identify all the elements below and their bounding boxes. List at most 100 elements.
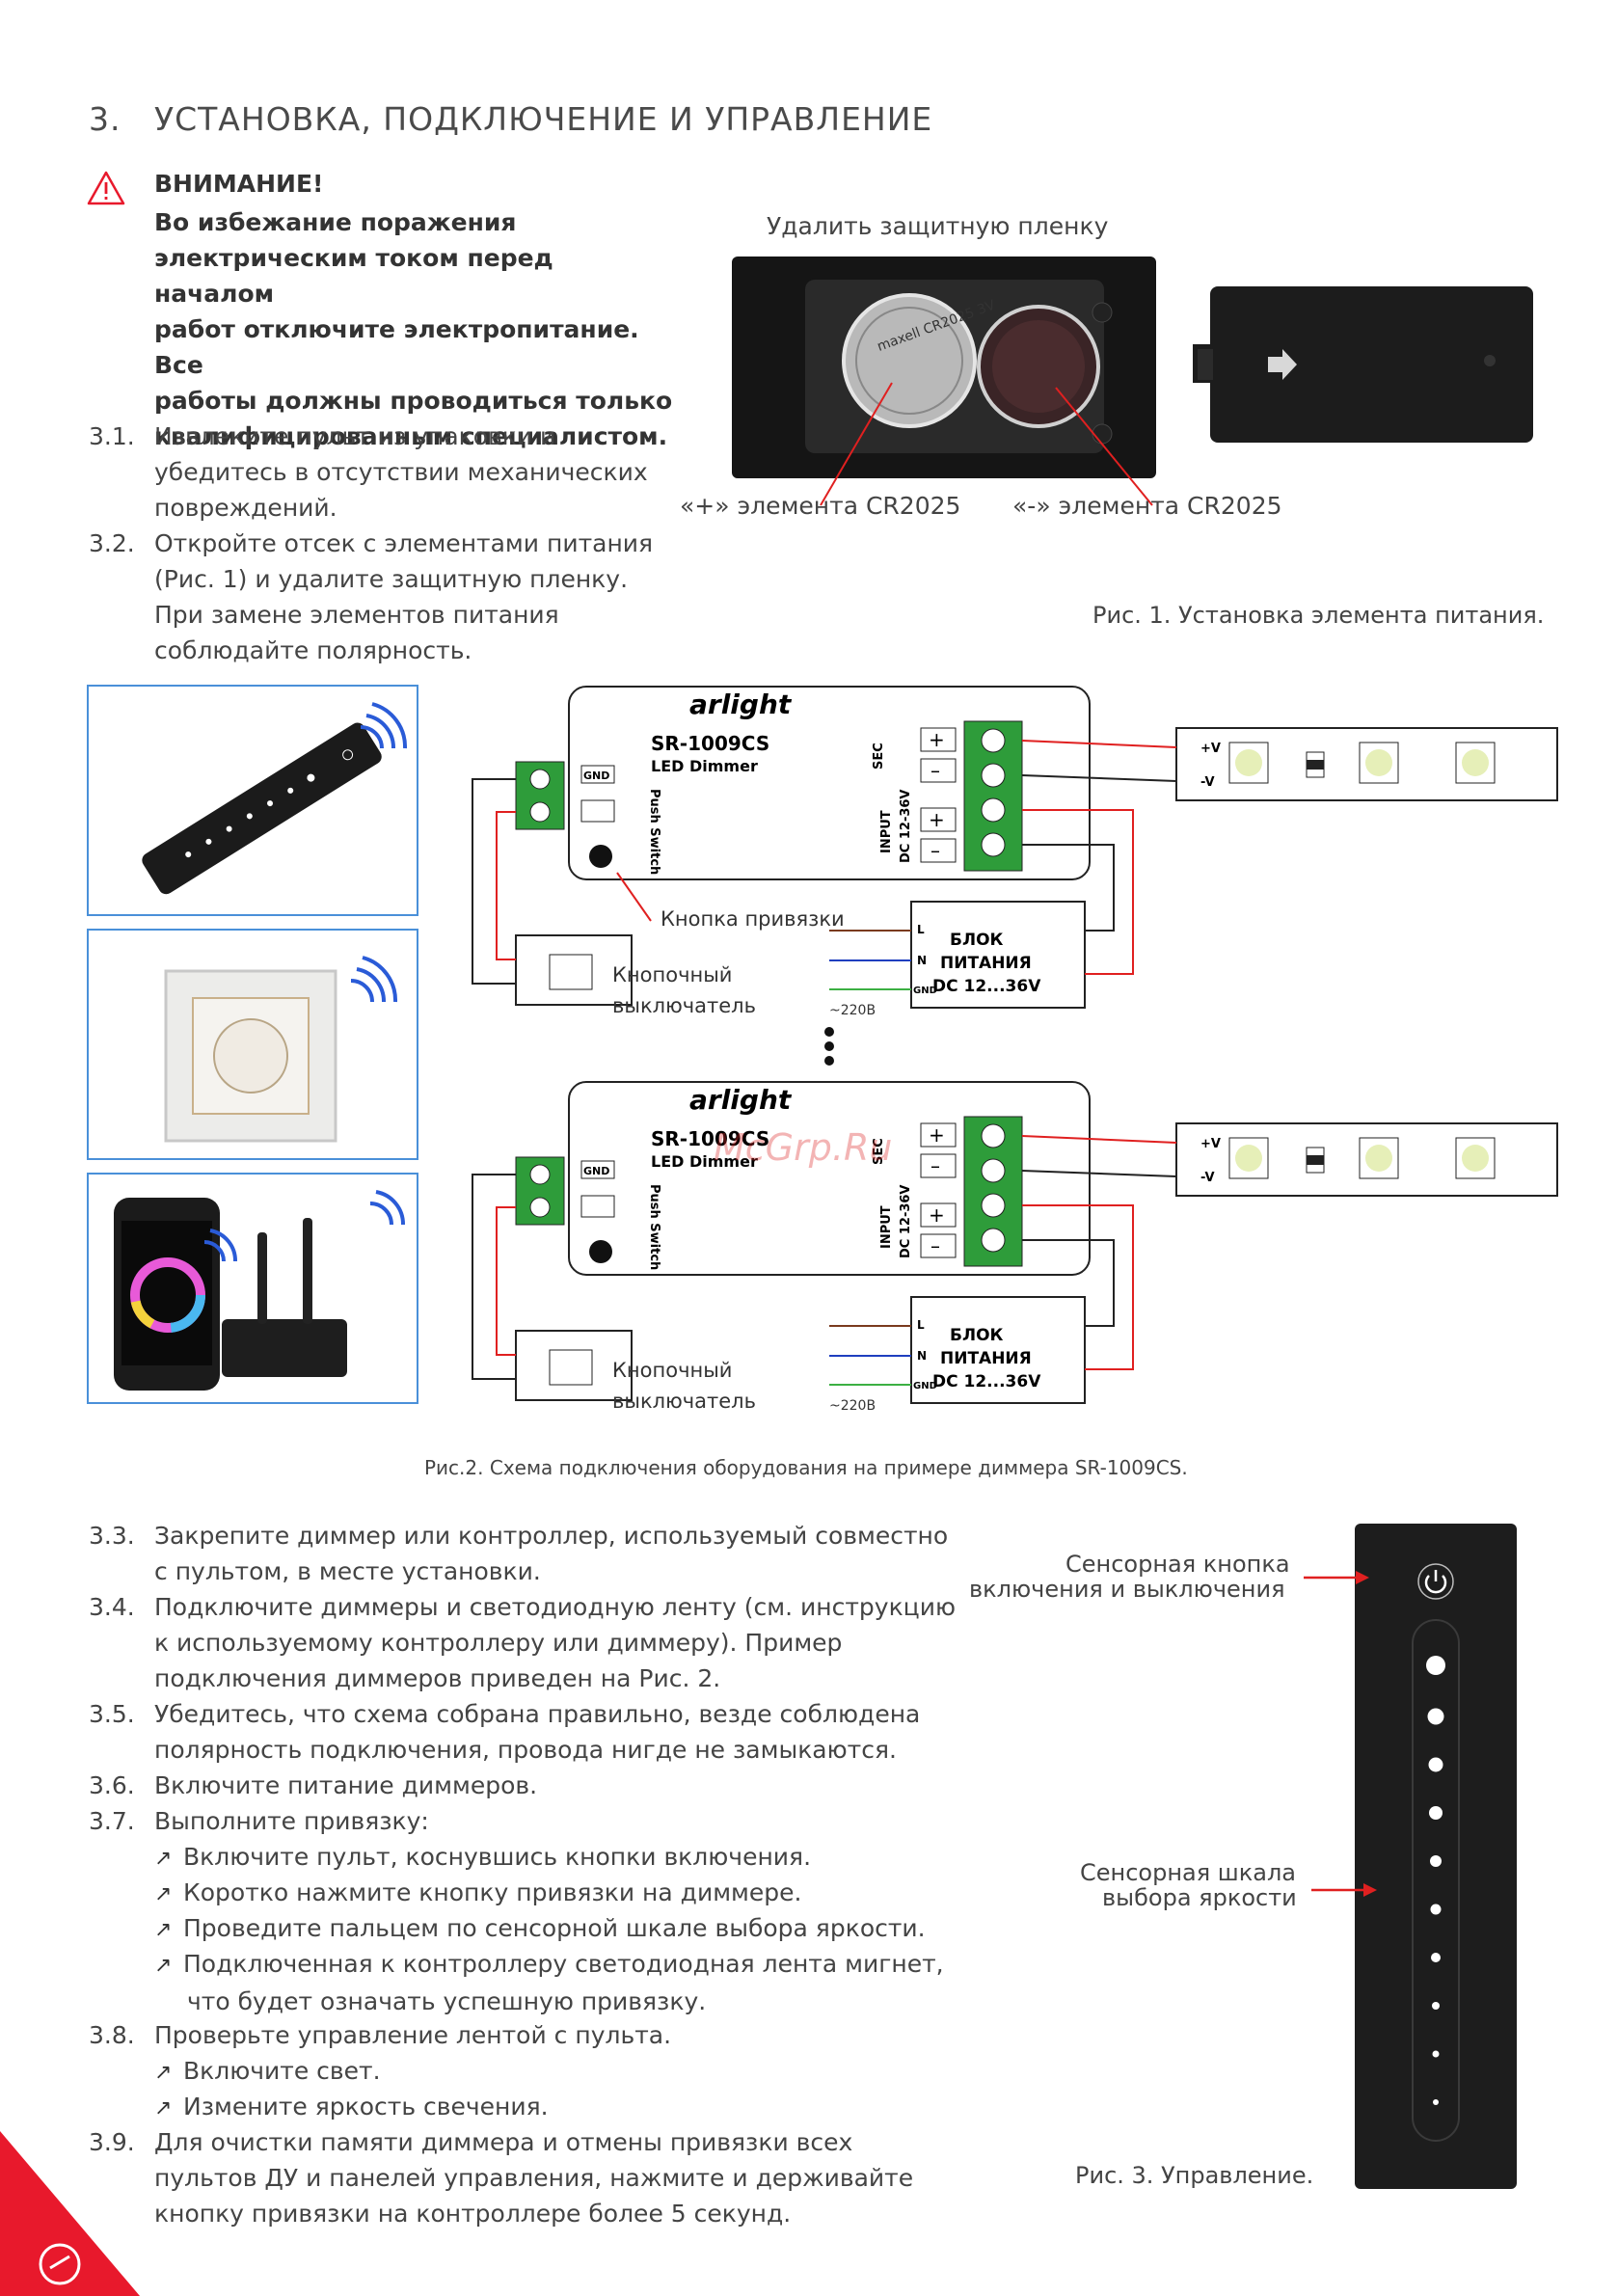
power-icon	[1424, 1575, 1447, 1594]
substep: ↗ Коротко нажмите кнопку привязки на димм…	[154, 1875, 945, 1912]
terminal-plus: +	[929, 728, 945, 751]
strip-plus: +V	[1200, 1137, 1221, 1151]
psu-n: N	[917, 954, 927, 967]
slider-label-2: выбора яркости	[1102, 1884, 1297, 1911]
step-line: повреждений.	[154, 494, 337, 522]
brand-corner-logo	[0, 2131, 140, 2296]
substep: ↗ Проведите пальцем по сенсорной шкале вы…	[154, 1910, 945, 1948]
push-switch-label: Push Switch	[647, 1184, 661, 1270]
psu-label-1: БЛОК	[950, 931, 1004, 950]
step-number: 3.1.	[89, 422, 135, 450]
dimmer-model-sub: LED Dimmer	[651, 1152, 758, 1171]
substep-line: что будет означать успешную привязку.	[187, 1987, 707, 2015]
strip-minus: -V	[1200, 775, 1215, 790]
dimmer-model: SR-1009CS	[651, 1127, 769, 1150]
section-number: 3.	[89, 100, 121, 138]
terminal-plus: +	[929, 808, 945, 831]
psu-l: L	[917, 923, 925, 936]
step-line: При замене элементов питания	[154, 601, 559, 629]
psu-label-2: ПИТАНИЯ	[940, 954, 1032, 973]
push-button-label-2: выключатель	[612, 1390, 756, 1413]
step-number: 3.8.	[89, 2021, 135, 2049]
step-number: 3.5.	[89, 1700, 135, 1728]
strip-plus: +V	[1200, 742, 1221, 756]
strip-minus: -V	[1200, 1171, 1215, 1185]
step-3-8: 3.8. Проверьте управление лентой с пульт…	[89, 2017, 957, 2053]
step-line: соблюдайте полярность.	[154, 636, 472, 664]
arrow-icon: ↗	[154, 1954, 173, 1978]
power-arrow-icon	[1304, 1571, 1369, 1584]
step-3-6: 3.6. Включите питание диммеров.	[89, 1768, 957, 1803]
step-line: Закрепите диммер или контроллер, использ…	[154, 1522, 949, 1550]
terminal-minus: –	[930, 1234, 940, 1257]
step-3-9: 3.9. Для очистки памяти диммера и отмены…	[89, 2124, 957, 2231]
warning-line: электрическим током перед началом	[154, 244, 553, 308]
step-number: 3.3.	[89, 1522, 135, 1550]
step-line: убедитесь в отсутствии механических	[154, 458, 648, 486]
power-label-1: Сенсорная кнопка	[1065, 1551, 1290, 1578]
step-line: Откройте отсек с элементами питания	[154, 529, 654, 557]
mains-label: ~220B	[829, 1398, 876, 1414]
arrow-icon: ↗	[154, 1882, 173, 1906]
slider-arrow-icon	[1311, 1883, 1377, 1897]
warning-line: Во избежание поражения	[154, 208, 517, 236]
substep-line: Коротко нажмите кнопку привязки на димме…	[183, 1878, 802, 1906]
dimmer-model-sub: LED Dimmer	[651, 757, 758, 775]
warning-title: ВНИМАНИЕ!	[154, 170, 324, 198]
brand-logo: arlight	[689, 1084, 793, 1116]
step-number: 3.6.	[89, 1771, 135, 1799]
smartphone-controller-photo	[87, 1173, 418, 1404]
bind-button-label: Кнопка привязки	[661, 907, 845, 931]
step-line: Убедитесь, что схема собрана правильно, …	[154, 1700, 921, 1728]
input-label: INPUT	[879, 810, 894, 853]
fig1-caption: Рис. 1. Установка элемента питания.	[1092, 602, 1545, 629]
step-line: Проверьте управление лентой с пульта.	[154, 2021, 672, 2049]
step-number: 3.4.	[89, 1593, 135, 1621]
substep: ↗Подключенная к контроллеру светодиодная…	[154, 1946, 945, 2019]
psu-label-2: ПИТАНИЯ	[940, 1349, 1032, 1368]
step-line: Включите питание диммеров.	[154, 1771, 538, 1799]
substep-line: Проведите пальцем по сенсорной шкале выб…	[183, 1914, 926, 1942]
gnd-label: GND	[583, 770, 609, 782]
dimmer-model: SR-1009CS	[651, 732, 769, 755]
gnd-label: GND	[583, 1165, 609, 1177]
arrow-icon: ↗	[154, 1918, 173, 1942]
fig1-battery-photo: maxell CR2025 3V	[732, 257, 1533, 506]
psu-label-1: БЛОК	[950, 1326, 1004, 1345]
terminal-plus: +	[929, 1203, 945, 1227]
push-button-label-1: Кнопочный	[612, 1359, 732, 1382]
arrow-icon: ↗	[154, 2061, 173, 2085]
step-3-2: 3.2. Откройте отсек с элементами питания…	[89, 526, 667, 668]
terminal-minus: –	[930, 839, 940, 862]
step-line: Извлеките пульт из упаковки и	[154, 422, 556, 450]
fig1-remove-film-label: Удалить защитную пленку	[767, 212, 1109, 240]
psu-gnd: GND	[913, 986, 937, 996]
step-number: 3.2.	[89, 529, 135, 557]
step-line: полярность подключения, провода нигде не…	[154, 1736, 897, 1764]
input-label: INPUT	[879, 1205, 894, 1249]
section-heading: 3. УСТАНОВКА, ПОДКЛЮЧЕНИЕ И УПРАВЛЕНИЕ	[89, 100, 932, 138]
step-line: кнопку привязки на контроллере более 5 с…	[154, 2200, 792, 2228]
step-number: 3.7.	[89, 1807, 135, 1835]
step-line: Подключите диммеры и светодиодную ленту …	[154, 1593, 956, 1621]
brand-logo: arlight	[689, 689, 793, 720]
psu-l: L	[917, 1318, 925, 1332]
mains-label: ~220B	[829, 1003, 876, 1018]
dc-label: DC 12-36V	[899, 1185, 913, 1259]
push-button-label-2: выключатель	[612, 994, 756, 1017]
psu-n: N	[917, 1349, 927, 1363]
warning-line: квалифицированным специалистом.	[154, 422, 668, 450]
substep-line: Измените яркость свечения.	[183, 2093, 549, 2120]
substep: ↗Включите пульт, коснувшись кнопки включ…	[154, 1839, 945, 1877]
step-3-1: 3.1. Извлеките пульт из упаковки и убеди…	[89, 419, 667, 526]
section-title: УСТАНОВКА, ПОДКЛЮЧЕНИЕ И УПРАВЛЕНИЕ	[154, 100, 933, 138]
terminal-minus: –	[930, 1154, 940, 1177]
step-line: подключения диммеров приведен на Рис. 2.	[154, 1664, 721, 1692]
step-3-7: 3.7. Выполните привязку:	[89, 1803, 957, 1839]
sec-label: SEC	[872, 743, 886, 770]
dimmer-unit-1: arlight SR-1009CS LED Dimmer GND Push Sw…	[515, 686, 1091, 880]
arrow-icon: ↗	[154, 1847, 173, 1871]
sec-label: SEC	[872, 1138, 886, 1165]
warning-icon	[87, 171, 125, 205]
step-3-5: 3.5. Убедитесь, что схема собрана правил…	[89, 1696, 957, 1768]
